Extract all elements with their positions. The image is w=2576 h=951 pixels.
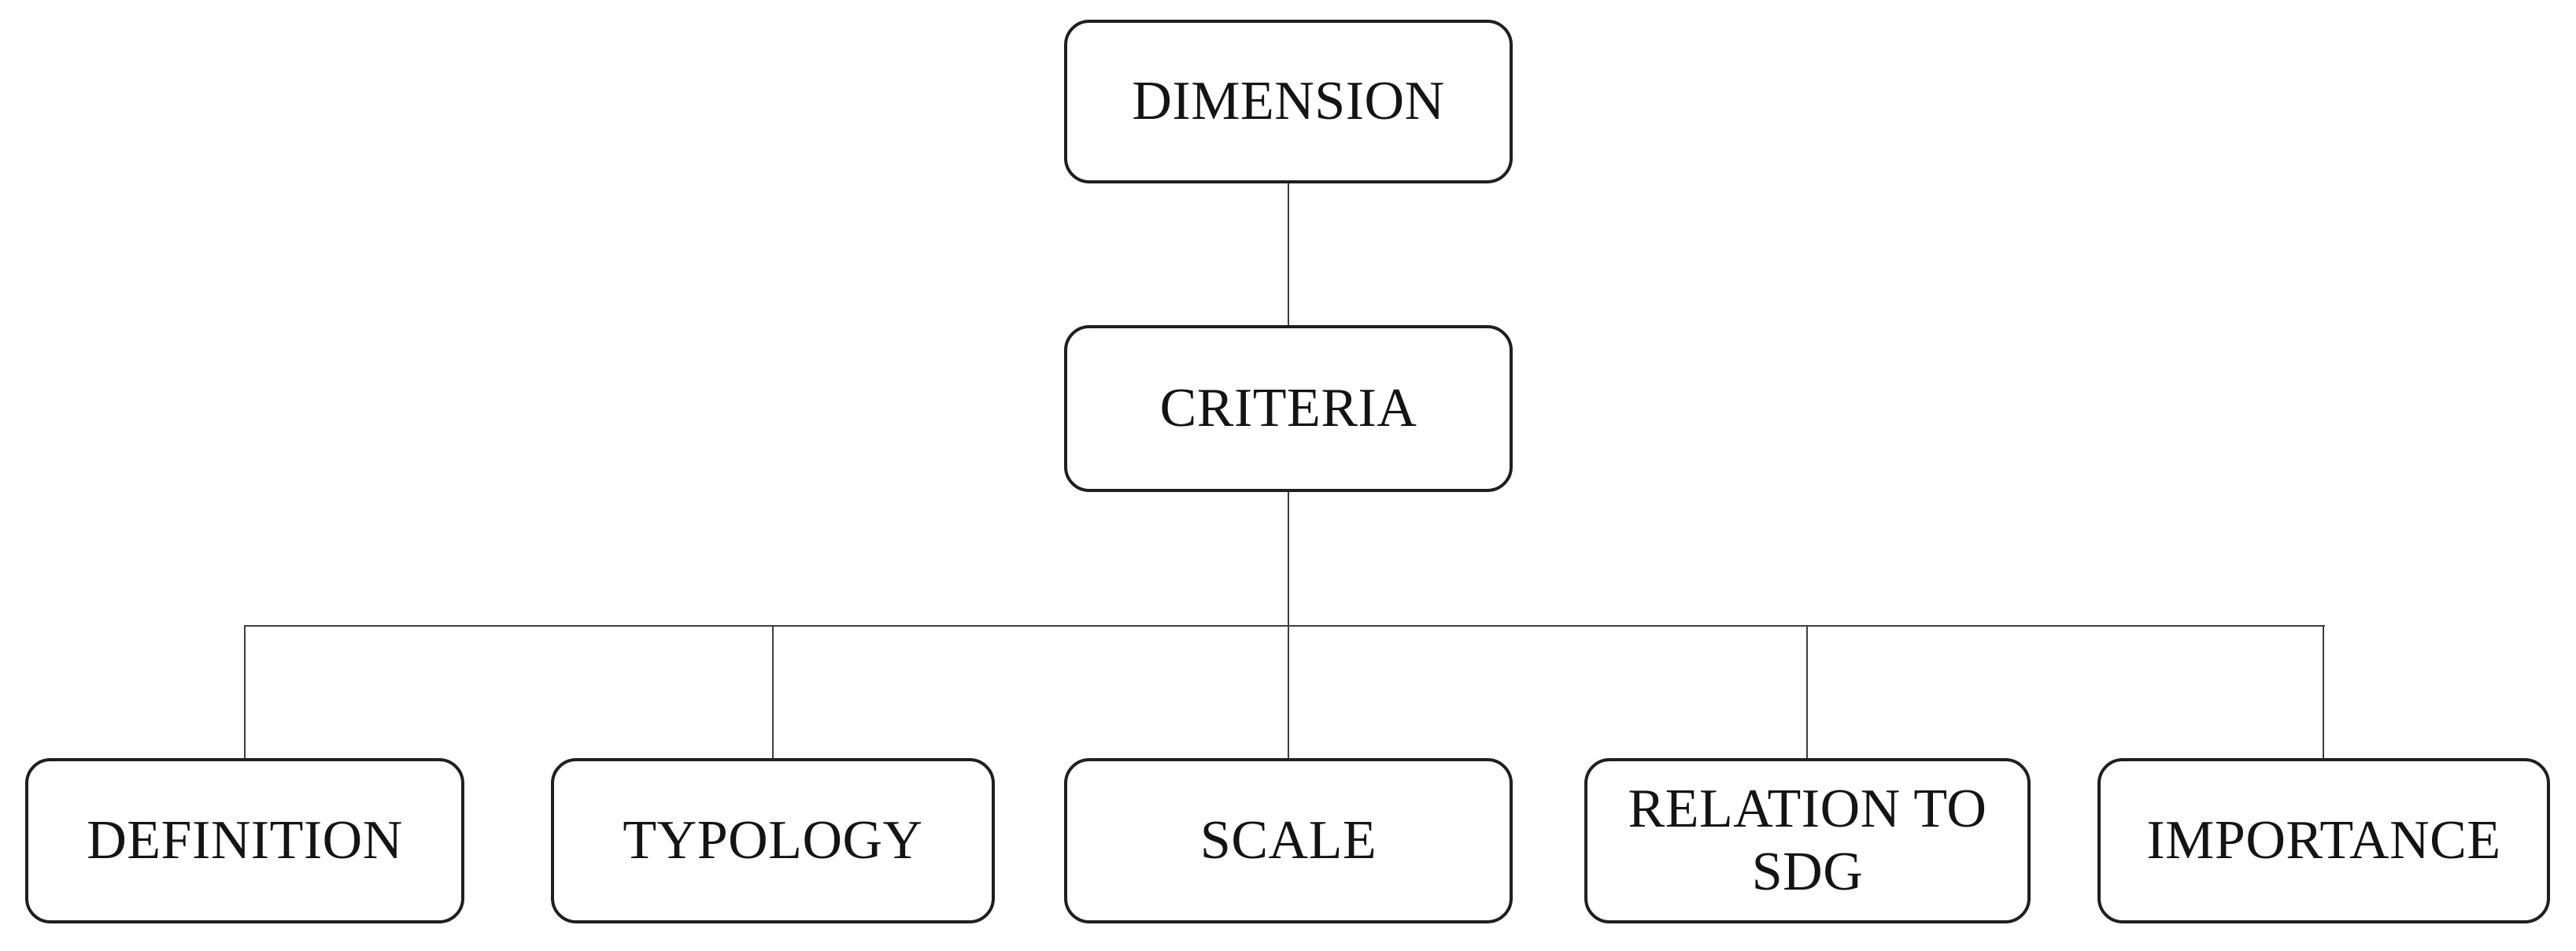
connector-dimension-to-criteria (1288, 183, 1289, 325)
connector-bus-to-definition (244, 625, 246, 760)
connector-criteria-to-bus (1288, 492, 1289, 626)
node-definition-label: DEFINITION (87, 810, 403, 871)
node-scale: SCALE (1064, 758, 1513, 923)
node-typology-label: TYPOLOGY (623, 810, 923, 871)
node-criteria: CRITERIA (1064, 325, 1513, 492)
node-dimension: DIMENSION (1064, 20, 1513, 183)
connector-horizontal-bus (244, 625, 2325, 627)
node-dimension-label: DIMENSION (1132, 71, 1445, 132)
connector-bus-to-importance (2323, 625, 2324, 760)
node-scale-label: SCALE (1199, 810, 1377, 871)
connector-bus-to-scale (1288, 625, 1289, 760)
connector-bus-to-typology (772, 625, 774, 760)
node-criteria-label: CRITERIA (1159, 378, 1417, 439)
node-relation-to-sdg: RELATION TO SDG (1584, 758, 2031, 923)
node-definition: DEFINITION (25, 758, 464, 923)
node-typology: TYPOLOGY (551, 758, 995, 923)
node-relation-to-sdg-label: RELATION TO SDG (1628, 779, 1987, 902)
connector-bus-to-relation-to-sdg (1806, 625, 1808, 760)
node-importance-label: IMPORTANCE (2146, 810, 2501, 871)
node-importance: IMPORTANCE (2097, 758, 2550, 923)
